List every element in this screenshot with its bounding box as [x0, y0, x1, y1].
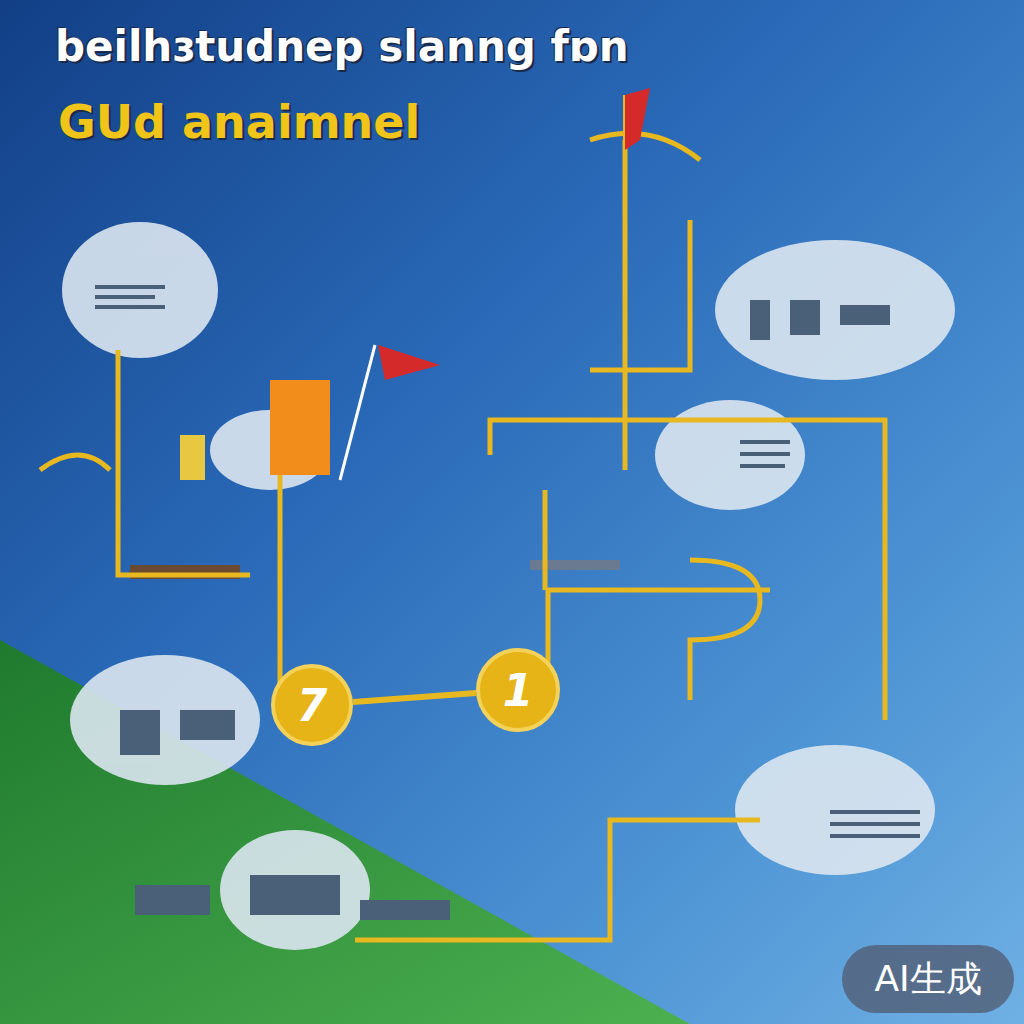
watermark-text: AI生成	[874, 955, 981, 1004]
clouds	[62, 222, 955, 950]
callout-number: 1	[503, 665, 534, 716]
subtitle-label: GUd anaimnel	[58, 95, 420, 149]
scribbles	[95, 285, 920, 920]
connector	[353, 693, 476, 702]
yellow-paths	[40, 133, 885, 940]
callout-number: 7	[297, 680, 328, 731]
connector-line	[353, 693, 476, 702]
callout-circle: 1	[476, 648, 560, 732]
watermark-pill: AI生成	[842, 945, 1014, 1013]
diagram-title: beilhɜtudnep slanng fɒn	[55, 22, 629, 71]
green-ground	[0, 640, 690, 1024]
callout-circle: 7	[271, 664, 353, 746]
